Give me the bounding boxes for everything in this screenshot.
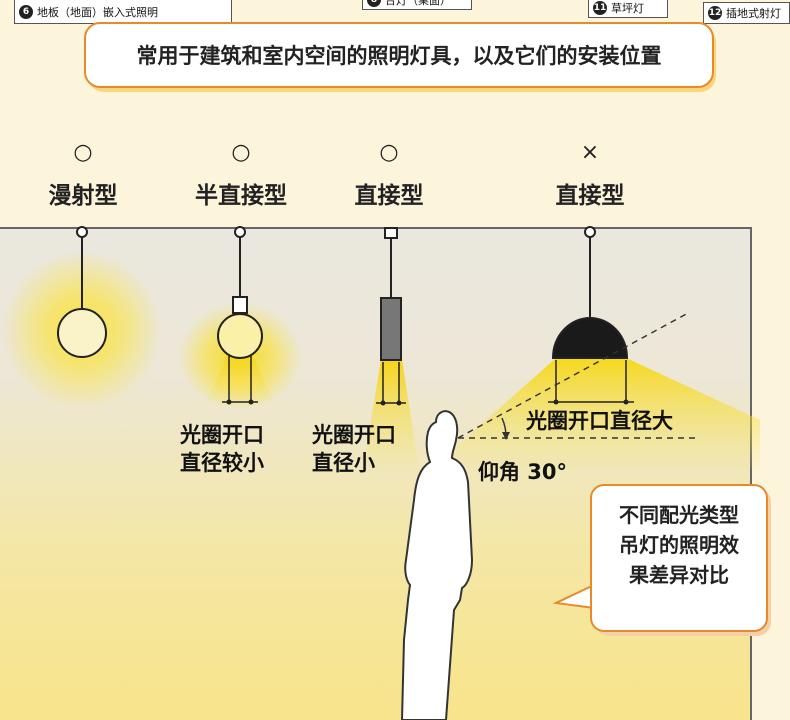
top-strip: 6 地板（地面）嵌入式照明 8 台灯（桌面） 11 草坪灯 12 插地式射灯	[0, 0, 790, 30]
label-line: 直径小	[312, 451, 375, 475]
view-angle-line	[457, 311, 691, 439]
semi-direct-pendant	[178, 226, 302, 407]
type-semi-direct: ○ 半直接型	[171, 138, 311, 210]
callout-line: 果差异对比	[629, 563, 729, 587]
fixture-11-text: 草坪灯	[611, 2, 644, 15]
type-label: 半直接型	[195, 183, 287, 209]
cylinder-shade	[380, 297, 402, 361]
direct-pendant	[362, 227, 420, 475]
banner-text: 常用于建筑和室内空间的照明灯具，以及它们的安装位置	[136, 43, 662, 68]
callout-bubble: 不同配光类型 吊灯的照明效 果差异对比	[590, 484, 768, 632]
unsuitable-mark: ×	[580, 140, 600, 165]
suitable-mark: ○	[379, 140, 399, 165]
narrow-beam	[362, 360, 420, 475]
number-badge: 8	[367, 0, 381, 7]
person-silhouette	[400, 410, 474, 720]
banner: 常用于建筑和室内空间的照明灯具，以及它们的安装位置	[84, 22, 714, 88]
direct-wide-pendant	[430, 226, 760, 470]
number-badge: 11	[593, 1, 607, 15]
fixture-8-text: 台灯（桌面）	[385, 0, 451, 7]
suitable-mark: ○	[73, 140, 93, 165]
label-line: 光圈开口	[312, 423, 396, 447]
callout-line: 不同配光类型	[619, 503, 739, 527]
callout-line: 吊灯的照明效	[619, 533, 739, 557]
globe-shade	[57, 308, 107, 358]
fixture-12-text: 插地式射灯	[726, 7, 781, 20]
sight-lines	[457, 311, 700, 440]
type-label: 漫射型	[48, 183, 118, 209]
fixture-8-label: 8 台灯（桌面）	[362, 0, 472, 10]
dome-shade	[551, 317, 629, 359]
number-badge: 6	[19, 4, 33, 19]
label-line: 直径较小	[180, 451, 264, 475]
bulb-shade	[217, 313, 263, 359]
type-label: 直接型	[354, 183, 424, 209]
fixture-11-label: 11 草坪灯	[588, 0, 668, 18]
wide-aperture-label: 光圈开口直径大	[526, 409, 673, 433]
direct-aperture-label: 光圈开口 直径小	[312, 421, 396, 477]
fixture-6-text: 地板（地面）嵌入式照明	[37, 5, 158, 19]
wide-beam	[430, 358, 760, 470]
label-line: 光圈开口	[180, 423, 264, 447]
type-direct: ○ 直接型	[319, 138, 459, 210]
type-direct-wide: × 直接型	[520, 138, 660, 210]
elevation-angle-label: 仰角 30°	[478, 460, 568, 484]
suitable-mark: ○	[231, 140, 251, 165]
fixture-12-label: 12 插地式射灯	[703, 2, 790, 24]
type-label: 直接型	[555, 183, 625, 209]
bubble-tail	[552, 583, 596, 610]
number-badge: 12	[708, 6, 722, 20]
semi-direct-aperture-label: 光圈开口 直径较小	[180, 421, 264, 477]
fixture-6-label: 6 地板（地面）嵌入式照明	[14, 0, 232, 24]
type-diffuse: ○ 漫射型	[13, 138, 153, 210]
diffuse-pendant	[2, 226, 162, 410]
